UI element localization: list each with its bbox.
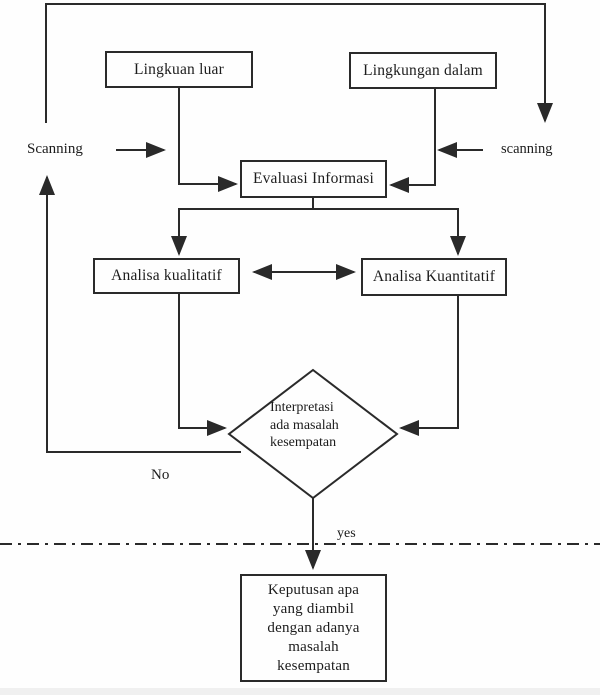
node-analisa-kualitatif: Analisa kualitatif: [93, 258, 240, 294]
decision-line-2: ada masalah: [270, 417, 339, 433]
decision-diamond-text: Interpretasi ada masalah kesempatan: [270, 399, 380, 452]
node-lingkuan-luar: Lingkuan luar: [105, 51, 253, 88]
keputusan-line-3: dengan adanya: [267, 619, 360, 636]
label-no: No: [151, 467, 170, 483]
node-lingkungan-dalam: Lingkungan dalam: [349, 52, 497, 89]
edge-lingkuan-luar-to-evaluasi: [178, 88, 238, 192]
node-lingkuan-luar-label: Lingkuan luar: [134, 60, 224, 78]
label-scanning-left: Scanning: [27, 141, 83, 157]
node-evaluasi-informasi: Evaluasi Informasi: [240, 160, 387, 198]
edge-top-feedback-line: [45, 3, 553, 123]
keputusan-line-2: yang diambil: [272, 600, 355, 617]
edge-kuantitatif-to-diamond: [399, 296, 459, 436]
decision-line-1: Interpretasi: [270, 400, 334, 415]
node-keputusan: Keputusan apa yang diambil dengan adanya…: [240, 574, 387, 682]
edge-lingkungan-dalam-to-evaluasi: [389, 89, 436, 193]
decision-line-3: kesempatan: [270, 435, 337, 450]
node-evaluasi-informasi-label: Evaluasi Informasi: [252, 170, 375, 187]
keputusan-line-4: masalah: [288, 638, 339, 655]
label-scanning-right: scanning: [501, 141, 553, 157]
footer-strip: [0, 688, 600, 695]
edge-kualitatif-to-diamond: [178, 294, 227, 436]
keputusan-line-1: Keputusan apa: [267, 581, 360, 598]
keputusan-line-5: kesempatan: [277, 657, 350, 674]
node-analisa-kuantitatif: Analisa Kuantitatif: [361, 258, 507, 296]
node-analisa-kualitatif-label: Analisa kualitatif: [111, 267, 222, 284]
node-lingkungan-dalam-label: Lingkungan dalam: [363, 61, 483, 79]
node-analisa-kuantitatif-label: Analisa Kuantitatif: [372, 268, 496, 285]
edge-no-return-line: [39, 175, 241, 453]
label-yes: yes: [337, 526, 356, 541]
